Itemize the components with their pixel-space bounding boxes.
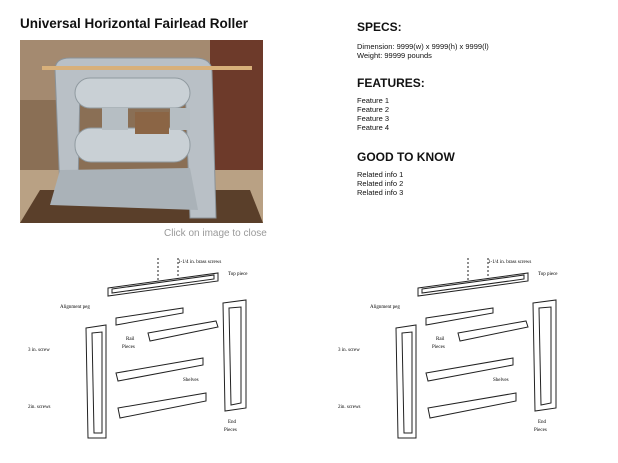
feature-item: Feature 1 <box>357 96 390 105</box>
specs-section: SPECS: Dimension: 9999(w) x 9999(h) x 99… <box>357 20 489 60</box>
label-alignment-peg: Alignment peg <box>370 305 400 310</box>
product-photo[interactable] <box>20 40 263 223</box>
feature-item: Feature 2 <box>357 105 390 114</box>
product-title: Universal Horizontal Fairlead Roller <box>20 16 249 31</box>
feature-item: Feature 4 <box>357 123 390 132</box>
related-info-item: Related info 2 <box>357 179 404 188</box>
label-pieces: Pieces <box>432 345 445 350</box>
features-section: FEATURES: Feature 1 Feature 2 Feature 3 … <box>357 76 425 132</box>
label-3in-screw: 3 in. screw <box>28 348 50 353</box>
feature-item: Feature 3 <box>357 114 390 123</box>
label-2in-screws: 2in. screws <box>28 405 51 410</box>
spec-dimension: Dimension: 9999(w) x 9999(h) x 9999(l) <box>357 42 489 51</box>
assembly-diagram-right[interactable]: 1-1/4 in. brass screws Top piece Alignme… <box>338 253 598 439</box>
related-info-item: Related info 1 <box>357 170 404 179</box>
related-info-item: Related info 3 <box>357 188 404 197</box>
good-to-know-heading: GOOD TO KNOW <box>357 150 455 164</box>
label-rail: Rail <box>126 337 135 342</box>
features-heading: FEATURES: <box>357 76 425 90</box>
label-end-pieces: Pieces <box>534 428 547 433</box>
specs-heading: SPECS: <box>357 20 402 34</box>
good-to-know-section: GOOD TO KNOW Related info 1 Related info… <box>357 150 455 197</box>
label-shelves: Shelves <box>183 378 199 383</box>
label-2in-screws: 2in. screws <box>338 405 361 410</box>
close-image-link[interactable]: Click on image to close <box>164 228 267 239</box>
label-top-piece: Top piece <box>538 272 558 277</box>
label-end: End <box>538 420 547 425</box>
spec-weight: Weight: 99999 pounds <box>357 51 432 60</box>
label-top-piece: Top piece <box>228 272 248 277</box>
label-end: End <box>228 420 237 425</box>
label-3in-screw: 3 in. screw <box>338 348 360 353</box>
assembly-diagram-left[interactable]: 1-1/4 in. brass screws Top piece Alignme… <box>28 253 288 439</box>
label-brass-screws: 1-1/4 in. brass screws <box>178 260 221 265</box>
label-pieces: Pieces <box>122 345 135 350</box>
label-shelves: Shelves <box>493 378 509 383</box>
label-end-pieces: Pieces <box>224 428 237 433</box>
label-alignment-peg: Alignment peg <box>60 305 90 310</box>
label-brass-screws: 1-1/4 in. brass screws <box>488 260 531 265</box>
label-rail: Rail <box>436 337 445 342</box>
